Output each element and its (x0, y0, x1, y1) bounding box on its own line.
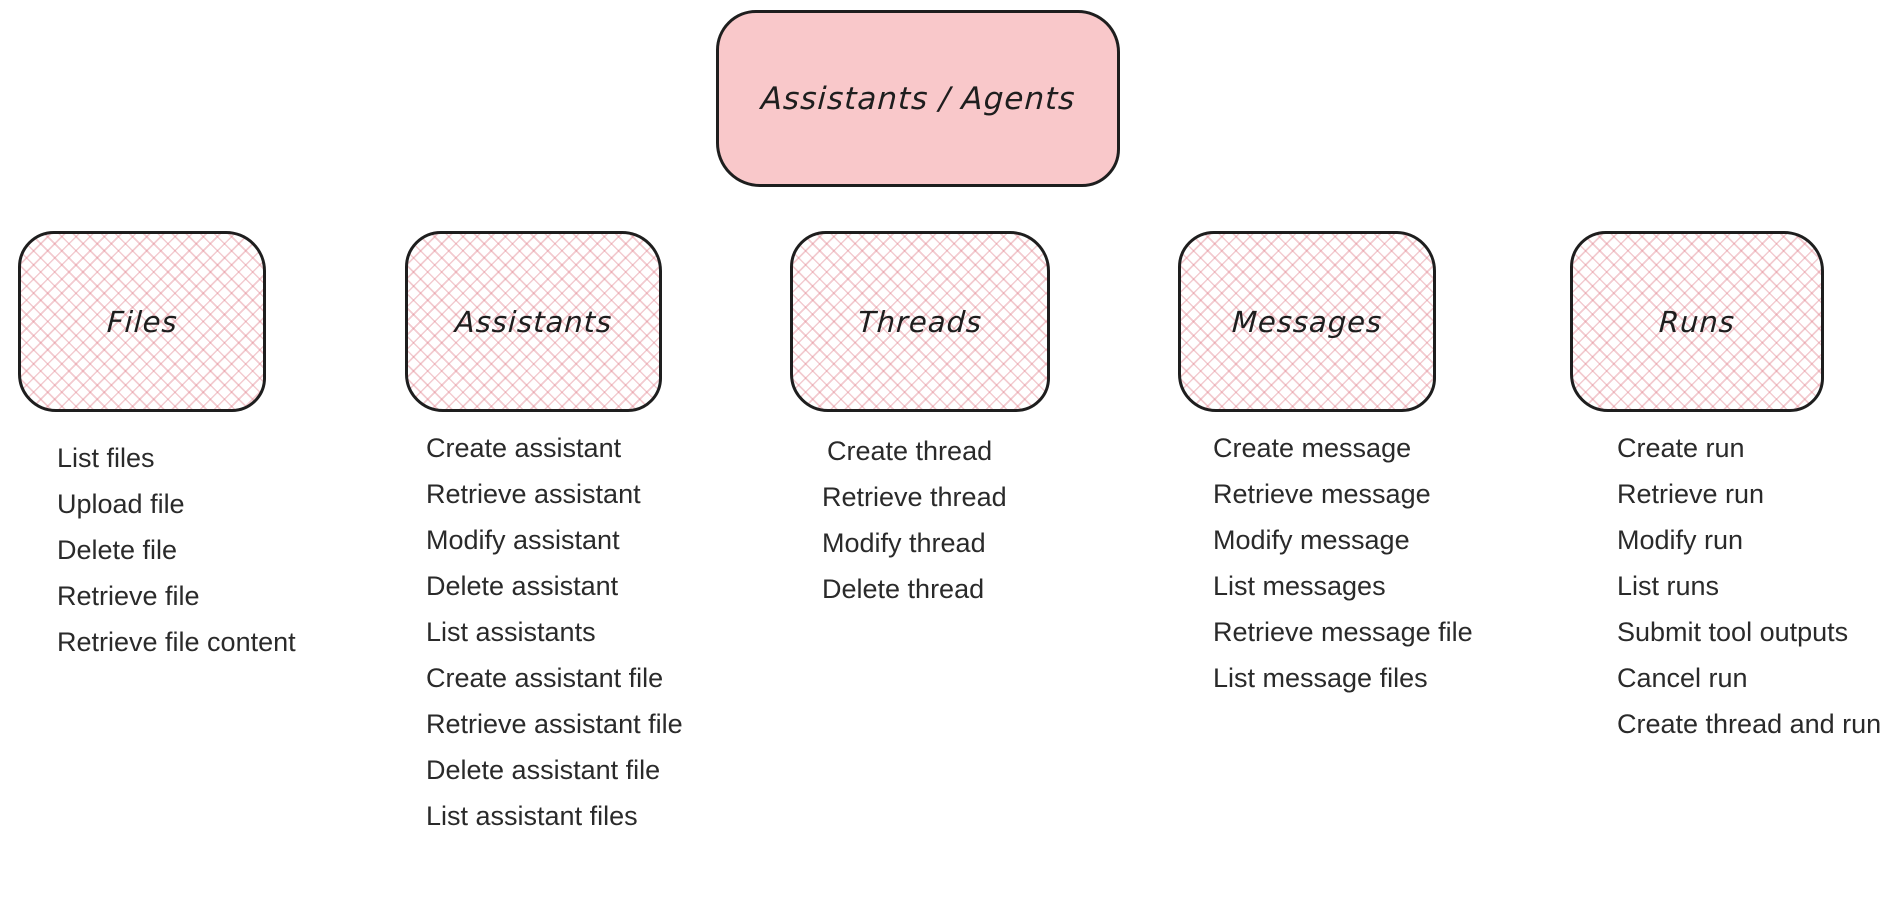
list-item: Delete thread (822, 574, 985, 604)
files-node: Files (18, 231, 266, 412)
root-node-assistants-agents: Assistants / Agents (716, 10, 1120, 187)
list-item: Modify thread (822, 528, 986, 558)
runs-operations-list: Create run Retrieve run Modify run List … (1617, 425, 1881, 747)
list-item: List runs (1617, 571, 1720, 601)
list-item: Retrieve assistant file (426, 709, 683, 739)
list-item: Retrieve assistant (426, 479, 641, 509)
list-item: Modify assistant (426, 525, 620, 555)
threads-node: Threads (790, 231, 1050, 412)
root-node-label: Assistants / Agents (759, 80, 1077, 117)
runs-node: Runs (1570, 231, 1824, 412)
messages-node-label: Messages (1230, 304, 1384, 339)
messages-node: Messages (1178, 231, 1436, 412)
list-item: Delete assistant (426, 571, 619, 601)
list-item: Create thread and run (1617, 709, 1882, 739)
assistants-operations-list: Create assistant Retrieve assistant Modi… (426, 425, 683, 839)
list-item: Modify message (1213, 525, 1410, 555)
list-item: Modify run (1617, 525, 1744, 555)
list-item: Retrieve message file (1213, 617, 1473, 647)
threads-operations-list: Create thread Retrieve thread Modify thr… (822, 428, 1007, 612)
list-item: List assistants (426, 617, 596, 647)
list-item: Retrieve thread (822, 482, 1007, 512)
list-item: Cancel run (1617, 663, 1748, 693)
list-item: Create thread (827, 436, 993, 466)
assistants-node: Assistants (405, 231, 662, 412)
files-operations-list: List files Upload file Delete file Retri… (57, 435, 296, 665)
threads-node-label: Threads (857, 304, 983, 339)
list-item: Delete file (57, 535, 178, 565)
list-item: Retrieve message (1213, 479, 1431, 509)
list-item: Submit tool outputs (1617, 617, 1849, 647)
messages-operations-list: Create message Retrieve message Modify m… (1213, 425, 1473, 701)
list-item: Delete assistant file (426, 755, 661, 785)
list-item: List files (57, 443, 155, 473)
list-item: List assistant files (426, 801, 638, 831)
list-item: Retrieve file content (57, 627, 296, 657)
list-item: Create message (1213, 433, 1412, 463)
list-item: List messages (1213, 571, 1386, 601)
runs-node-label: Runs (1658, 304, 1736, 339)
list-item: Retrieve file (57, 581, 200, 611)
list-item: Create run (1617, 433, 1745, 463)
list-item: Upload file (57, 489, 185, 519)
list-item: Create assistant (426, 433, 622, 463)
list-item: Retrieve run (1617, 479, 1765, 509)
list-item: Create assistant file (426, 663, 664, 693)
files-node-label: Files (105, 304, 179, 339)
list-item: List message files (1213, 663, 1428, 693)
assistants-node-label: Assistants (453, 304, 614, 339)
